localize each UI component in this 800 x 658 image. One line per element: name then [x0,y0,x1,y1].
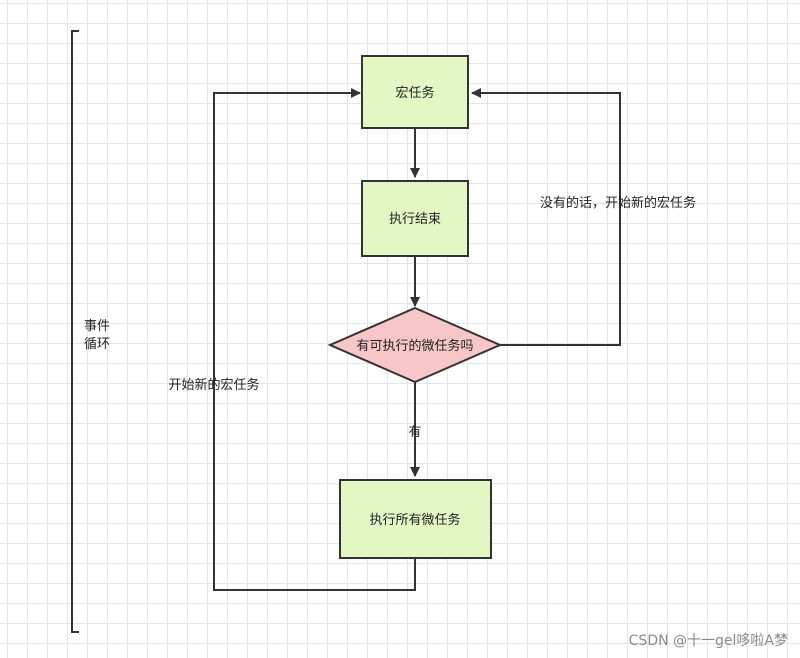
node-macro-task-label: 宏任务 [395,85,434,101]
node-macro-task [361,55,469,129]
node-execution-end [361,180,469,257]
node-run-all-micro-tasks-label: 执行所有微任务 [369,512,460,528]
node-has-micro-tasks [327,306,503,384]
arrow-no-branch [471,88,621,346]
node-has-micro-tasks-label: 有可执行的微任务吗 [356,338,473,354]
event-loop-bracket [71,30,79,633]
bracket-label-line2: 循环 [84,337,110,352]
csdn-watermark: CSDN @十一gel哆啦A梦 [628,633,788,649]
edge-label-no-branch: 没有的话，开始新的宏任务 [540,195,696,211]
edge-label-loop-back: 开始新的宏任务 [168,377,259,393]
bracket-label-line1: 事件 [84,319,110,334]
edge-label-yes-branch: 有 [408,425,421,440]
arrow-loop-back [213,88,416,591]
node-execution-end-label: 执行结束 [389,212,441,227]
node-run-all-micro-tasks [339,479,492,559]
